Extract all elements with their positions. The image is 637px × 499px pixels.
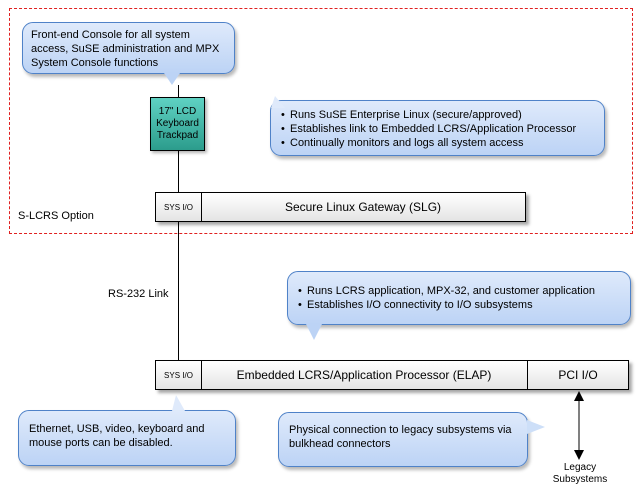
slg-callout-bullet-1: Runs SuSE Enterprise Linux (secure/appro…	[281, 108, 594, 122]
lcd-line-1: 17" LCD	[158, 106, 197, 117]
legacy-line-2: Subsystems	[552, 474, 608, 485]
slcrs-option-label: S-LCRS Option	[18, 210, 94, 222]
elap-callout-bullet-2: Establishes I/O connectivity to I/O subs…	[298, 298, 620, 312]
ports-callout: Ethernet, USB, video, keyboard and mouse…	[18, 410, 236, 466]
physical-connection-text: Physical connection to legacy subsystems…	[289, 424, 512, 450]
lcd-line-2: Keyboard	[156, 118, 199, 129]
console-callout-text: Front-end Console for all system access,…	[31, 29, 220, 69]
elap-callout-bullet-1: Runs LCRS application, MPX-32, and custo…	[298, 284, 620, 298]
lcd-line-3: Trackpad	[156, 130, 199, 141]
elap-sys-io: SYS I/O	[156, 361, 202, 389]
rs232-link-label: RS-232 Link	[108, 288, 169, 300]
rs232-link-line	[178, 222, 179, 360]
console-callout-pointer	[164, 73, 180, 85]
slg-sys-io: SYS I/O	[156, 193, 202, 221]
console-callout: Front-end Console for all system access,…	[22, 22, 235, 74]
ports-callout-pointer	[172, 395, 185, 411]
console-to-lcd-connector	[178, 85, 179, 97]
slcrs-option-boundary	[9, 8, 633, 234]
physical-connection-pointer	[527, 420, 545, 434]
slg-callout-bullet-2: Establishes link to Embedded LCRS/Applic…	[281, 122, 594, 136]
ports-callout-text: Ethernet, USB, video, keyboard and mouse…	[29, 423, 205, 449]
legacy-double-arrow	[574, 391, 584, 460]
elap-callout-pointer	[306, 324, 322, 340]
legacy-subsystems-label: Legacy Subsystems	[543, 462, 617, 486]
slg-callout: Runs SuSE Enterprise Linux (secure/appro…	[270, 100, 605, 156]
lcd-to-slg-connector	[178, 151, 179, 192]
slg-title: Secure Linux Gateway (SLG)	[284, 200, 442, 214]
slg-callout-bullet-3: Continually monitors and logs all system…	[281, 136, 594, 150]
elap-title: Embedded LCRS/Application Processor (ELA…	[236, 368, 492, 382]
legacy-line-1: Legacy	[563, 462, 597, 473]
pci-io: PCI I/O	[527, 361, 628, 389]
elap-callout: Runs LCRS application, MPX-32, and custo…	[287, 271, 631, 325]
lcd-keyboard-trackpad-box: 17" LCD Keyboard Trackpad	[150, 97, 205, 151]
elap-bar: SYS I/O Embedded LCRS/Application Proces…	[155, 360, 629, 390]
slg-callout-pointer	[271, 96, 285, 108]
slg-bar: SYS I/O Secure Linux Gateway (SLG)	[155, 192, 526, 222]
physical-connection-callout: Physical connection to legacy subsystems…	[278, 412, 528, 467]
